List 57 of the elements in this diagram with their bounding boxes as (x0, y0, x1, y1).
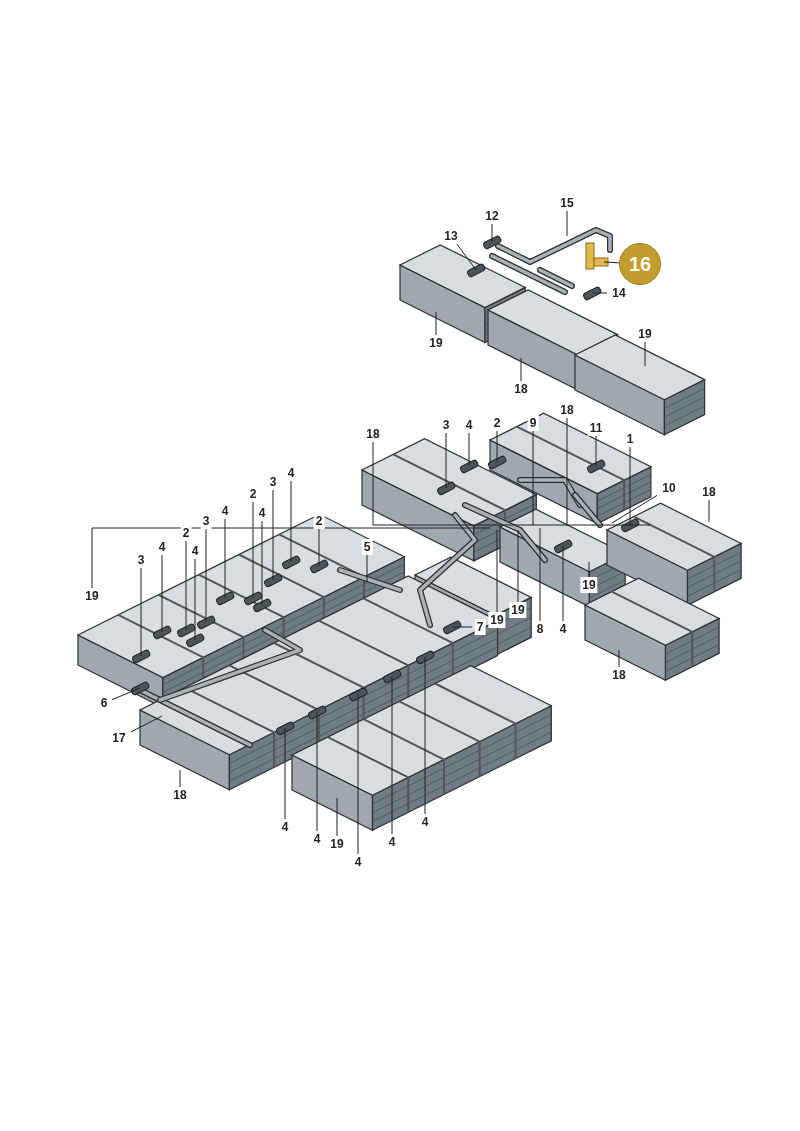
leader-line (252, 501, 254, 599)
leader-line (644, 341, 646, 367)
leader-line (316, 711, 318, 832)
callout-number: 2 (313, 513, 325, 529)
leader-line (517, 529, 519, 603)
leader-line (261, 520, 263, 606)
leader-line (424, 656, 426, 815)
leader-line (205, 528, 207, 623)
leader-line (224, 518, 226, 599)
leader-line (357, 693, 359, 855)
leader-line (496, 529, 498, 613)
callout-number: 19 (488, 612, 506, 628)
leader-line (566, 210, 568, 237)
leader-line (611, 494, 658, 524)
leader-line (194, 558, 196, 641)
leader-line (130, 715, 163, 733)
leader-line (91, 527, 491, 589)
leader-line (445, 432, 447, 489)
leader-line (496, 430, 498, 463)
leader-line (179, 769, 181, 788)
callout-number: 9 (527, 415, 539, 431)
leader-line (284, 727, 286, 820)
highlighted-callout-number: 16 (619, 243, 661, 285)
callout-number: 19 (580, 577, 598, 593)
callout-number: 3 (200, 513, 212, 529)
leader-line (588, 561, 590, 578)
leader-line (435, 311, 437, 336)
leader-line (468, 432, 470, 467)
leader-line (708, 499, 710, 523)
leader-line (111, 687, 141, 701)
leader-line (318, 528, 320, 567)
leader-line (290, 480, 292, 563)
leader-line (272, 489, 274, 581)
callout-number: 19 (509, 602, 527, 618)
callout-number: 11 (587, 420, 605, 436)
leader-line (618, 649, 620, 668)
leader-line (603, 261, 621, 264)
leader-line (366, 554, 368, 583)
leader-line (140, 567, 142, 657)
leader-line (539, 527, 541, 622)
leader-line (391, 675, 393, 835)
leader-line (595, 435, 597, 467)
leader-line (161, 554, 163, 633)
leader-line (491, 223, 493, 243)
leader-line (629, 446, 631, 526)
leader-line (562, 545, 564, 622)
leader-line (591, 292, 608, 294)
leader-line (336, 797, 338, 837)
callout-number: 7 (474, 619, 486, 635)
callout-number: 5 (361, 539, 373, 555)
leader-line (185, 540, 187, 631)
leader-line (566, 417, 568, 526)
leader-line (520, 357, 522, 382)
leader-line (372, 441, 651, 526)
leader-line (532, 430, 534, 526)
leader-line (451, 626, 473, 628)
leader-line (456, 243, 477, 271)
